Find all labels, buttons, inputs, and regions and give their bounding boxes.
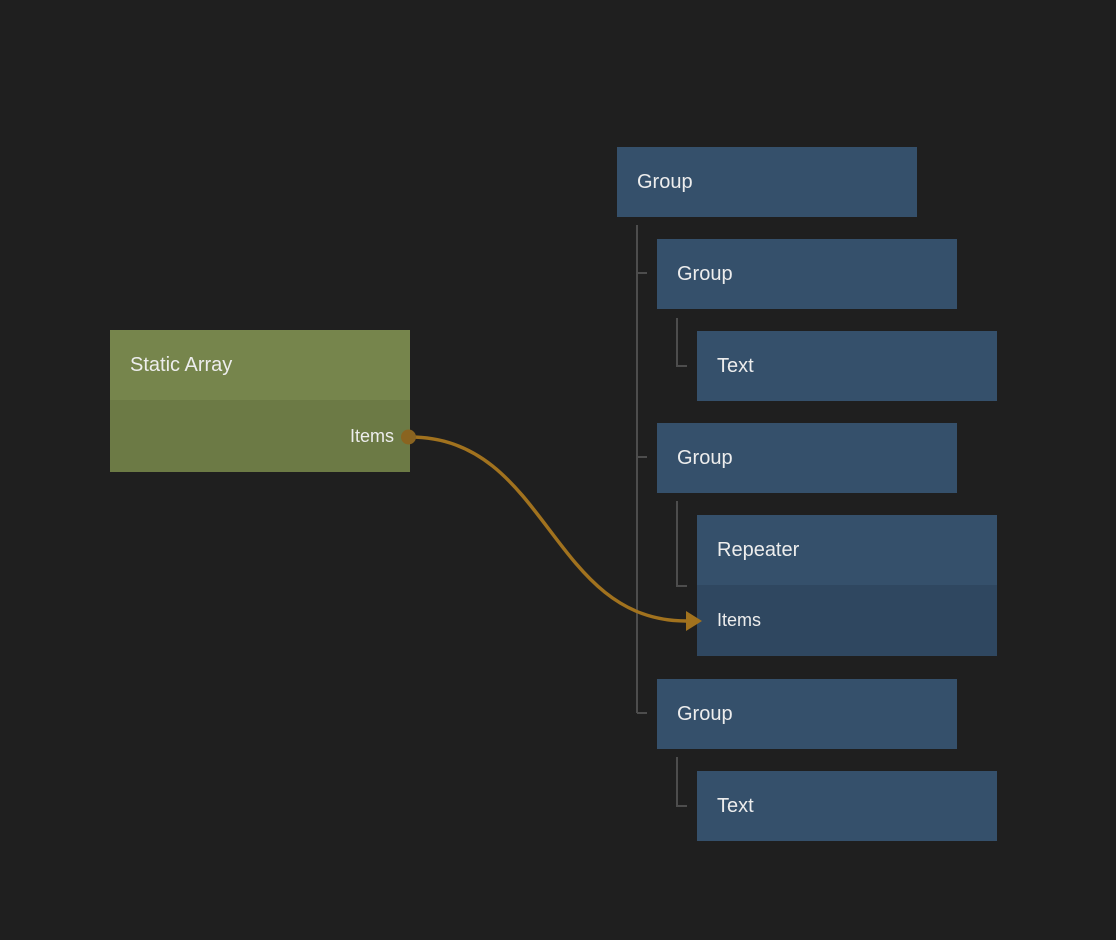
- tree-line-branch-2: [676, 501, 687, 587]
- node-group-root[interactable]: Group: [617, 147, 917, 217]
- port-items-input-label: Items: [717, 610, 762, 630]
- node-static-array-title: Static Array: [110, 330, 410, 400]
- node-group-child-3-title: Group: [657, 679, 957, 749]
- node-text-2-title: Text: [697, 771, 997, 841]
- node-repeater-title: Repeater: [697, 515, 997, 585]
- node-group-child-1[interactable]: Group: [657, 239, 957, 309]
- node-text-1[interactable]: Text: [697, 331, 997, 401]
- node-group-child-2-title: Group: [657, 423, 957, 493]
- port-items-output[interactable]: Items: [110, 400, 410, 472]
- node-static-array[interactable]: Static Array Items: [110, 330, 410, 472]
- node-repeater[interactable]: Repeater Items: [697, 515, 997, 656]
- node-group-child-1-title: Group: [657, 239, 957, 309]
- node-text-2[interactable]: Text: [697, 771, 997, 841]
- tree-line-branch-3: [676, 757, 687, 807]
- node-group-child-2[interactable]: Group: [657, 423, 957, 493]
- port-items-input[interactable]: Items: [697, 585, 997, 656]
- port-items-output-label: Items: [349, 426, 394, 446]
- tree-line-branch-1: [676, 318, 687, 367]
- connection-wire[interactable]: [409, 435, 687, 623]
- tree-line-root: [636, 225, 647, 714]
- node-group-root-title: Group: [617, 147, 917, 217]
- node-group-child-3[interactable]: Group: [657, 679, 957, 749]
- node-text-1-title: Text: [697, 331, 997, 401]
